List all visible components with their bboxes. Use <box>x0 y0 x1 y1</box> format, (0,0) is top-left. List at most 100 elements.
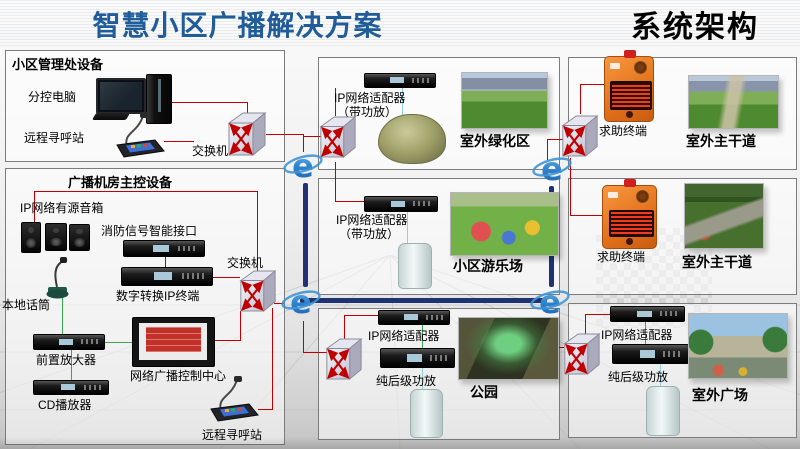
panel-title: 广播机房主控设备 <box>68 175 173 190</box>
speaker-icon <box>69 224 90 251</box>
connection-line <box>274 303 284 304</box>
computer-monitor-icon <box>96 78 146 114</box>
cd-player-label: CD播放器 <box>38 398 92 412</box>
terminal-speaker <box>633 60 647 74</box>
help-terminal-label: 求助终端 <box>599 124 648 138</box>
panel-title: 小区管理处设备 <box>12 57 104 72</box>
network-switch-icon <box>318 113 358 161</box>
paging-station-icon <box>112 110 166 158</box>
terminal-logo <box>608 191 619 198</box>
svg-text:e: e <box>292 148 314 185</box>
fire-interface-label: 消防信号智能接口 <box>101 224 198 238</box>
switch-label: 交换机 <box>227 256 264 270</box>
ip-adapter-device-icon <box>378 310 450 325</box>
connection-line <box>580 84 606 85</box>
connection-line <box>407 210 408 244</box>
connection-line <box>547 139 567 140</box>
connection-line <box>335 201 365 202</box>
network-bus-line <box>300 298 547 303</box>
local-mic-label: 本地话筒 <box>2 298 51 312</box>
network-switch-icon <box>226 110 268 158</box>
connection-line <box>272 308 273 410</box>
connection-line <box>570 158 571 216</box>
connection-line <box>570 215 603 216</box>
connection-line <box>344 315 345 339</box>
connection-line <box>257 191 258 271</box>
connection-line <box>547 139 548 160</box>
help-terminal-icon <box>602 179 657 249</box>
photo-caption: 小区游乐场 <box>453 258 523 274</box>
photo-caption: 室外主干道 <box>686 133 756 149</box>
connection-line <box>165 256 166 268</box>
svg-text:e: e <box>541 151 563 188</box>
column-speaker-icon <box>410 389 443 438</box>
control-center-label: 网络广播控制中心 <box>130 369 227 383</box>
connection-line <box>103 342 133 343</box>
column-speaker-icon <box>646 386 680 436</box>
internet-icon: e <box>283 148 323 186</box>
microphone-icon <box>44 256 72 300</box>
terminal-button <box>626 237 634 245</box>
ip-adapter-device-icon <box>364 196 438 212</box>
photo-road-mid <box>684 183 764 249</box>
power-amplifier-label: 纯后级功放 <box>608 370 669 384</box>
photo-road-top <box>688 75 779 129</box>
connection-line <box>303 134 304 152</box>
network-switch-icon <box>560 112 600 160</box>
terminal-speaker <box>636 189 650 203</box>
connection-line <box>344 315 379 316</box>
preamp-device-icon <box>33 334 105 350</box>
connection-line <box>34 191 258 192</box>
connection-line <box>585 314 586 334</box>
power-amplifier-device-icon <box>380 348 455 368</box>
connection-line <box>422 323 423 350</box>
monitor-screen <box>139 323 207 360</box>
photo-park <box>458 317 559 380</box>
terminal-display <box>608 209 655 238</box>
power-amplifier-device-icon <box>612 344 689 364</box>
internet-icon: e <box>530 284 570 322</box>
ip-adapter-label: IP网络适配器 <box>334 91 406 105</box>
connection-line <box>303 321 304 353</box>
computer-tower-icon <box>146 74 172 124</box>
ip-adapter-device-icon <box>610 306 685 322</box>
connection-line <box>422 366 423 391</box>
ip-adapter-label: IP网络适配器 <box>368 329 440 343</box>
speakers-label: IP网络有源音箱 <box>20 201 104 215</box>
digital-terminal-device-icon <box>121 267 213 286</box>
section-title: 系统架构 <box>631 11 759 44</box>
ip-adapter-label: IP网络适配器 <box>336 213 408 227</box>
connection-line <box>62 298 63 335</box>
paging-label: 远程寻呼站 <box>24 131 85 145</box>
connection-line <box>303 136 323 137</box>
connection-line <box>303 352 327 353</box>
network-bus-line <box>303 183 308 287</box>
help-terminal-label: 求助终端 <box>597 250 646 264</box>
fire-interface-device-icon <box>123 240 205 257</box>
speaker-icon <box>45 223 67 251</box>
connection-line <box>266 134 304 135</box>
preamp-label: 前置放大器 <box>36 353 97 367</box>
photo-caption: 室外广场 <box>692 387 748 403</box>
connection-line <box>34 191 35 222</box>
power-amplifier-label: 纯后级功放 <box>376 374 437 388</box>
ip-adapter-note: （带功放） <box>337 105 398 119</box>
ip-adapter-label: IP网络适配器 <box>601 328 673 342</box>
svg-text:e: e <box>290 284 312 321</box>
help-terminal-icon <box>604 50 654 122</box>
rock-speaker-icon <box>378 114 446 164</box>
ip-adapter-device-icon <box>364 73 436 88</box>
photo-caption: 室外主干道 <box>682 254 752 270</box>
broadcast-control-center-icon <box>132 317 215 367</box>
terminal-button <box>626 110 634 118</box>
photo-caption: 室外绿化区 <box>460 133 530 149</box>
connection-line <box>213 340 241 341</box>
svg-text:e: e <box>539 284 561 321</box>
switch-label: 交换机 <box>192 144 229 158</box>
connection-line <box>212 277 240 278</box>
page-title: 智慧小区广播解决方案 <box>92 10 383 41</box>
cd-player-device-icon <box>33 380 109 395</box>
paging-station-icon <box>206 374 260 422</box>
network-switch-icon <box>562 331 602 377</box>
terminal-logo <box>609 62 620 69</box>
